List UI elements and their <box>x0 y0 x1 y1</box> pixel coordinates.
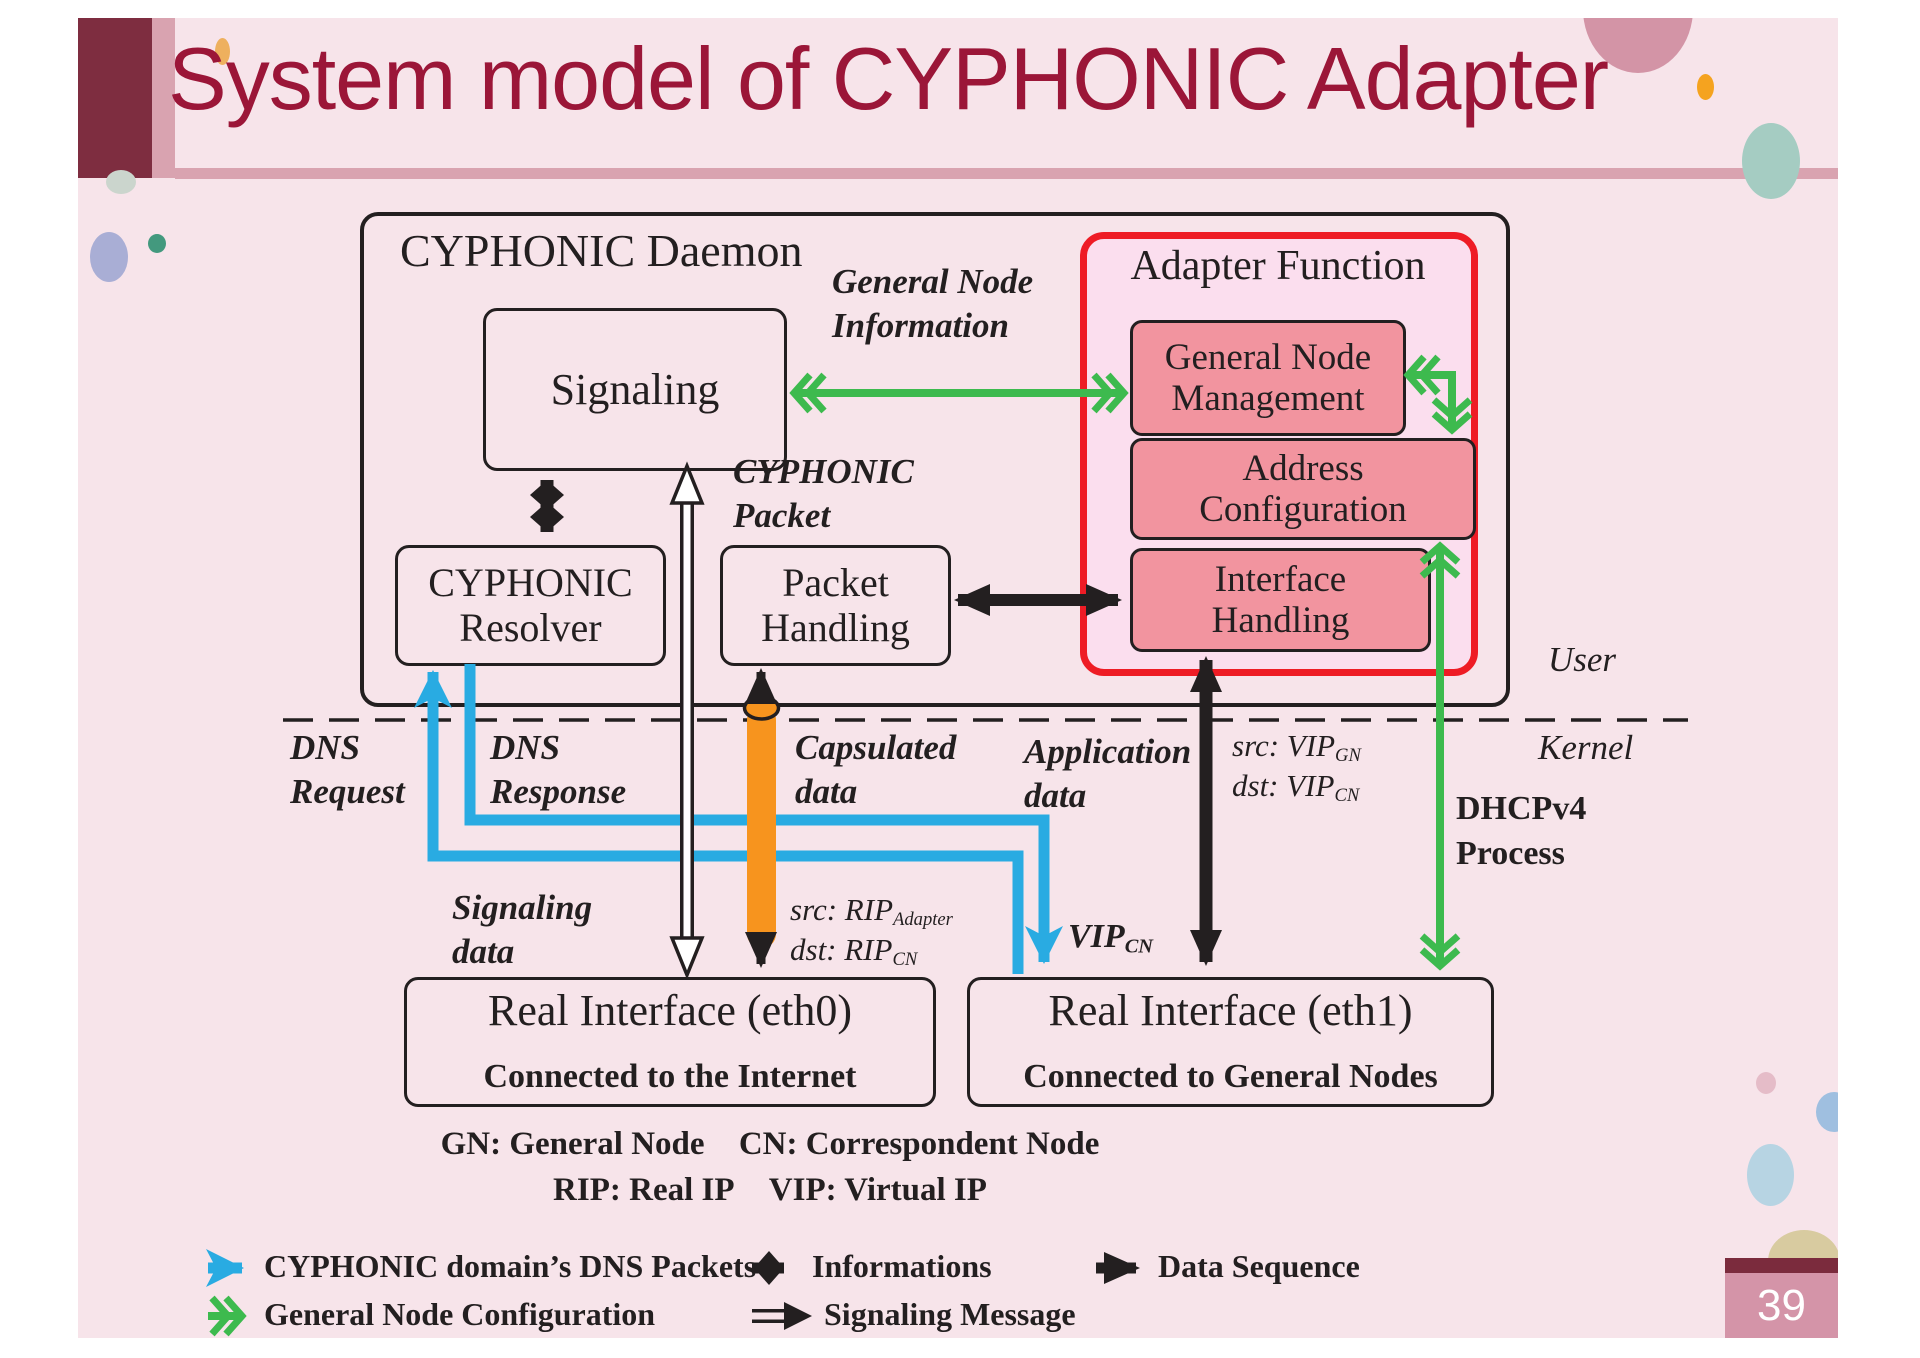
label-dst-vip: dst: VIPCN <box>1232 768 1360 807</box>
adapter-function-label: Adapter Function <box>1130 243 1426 289</box>
title-pink-strip <box>152 18 175 178</box>
label-dhcp-2: Process <box>1456 835 1565 872</box>
label-cyphonic-packet-1: CYPHONIC <box>733 452 914 491</box>
abbrev-gn: GN: General Node <box>440 1126 705 1162</box>
page-title: System model of CYPHONIC Adapter <box>168 29 1609 128</box>
label-general-node-info-1: General Node <box>832 262 1034 301</box>
eth1-title: Real Interface (eth1) <box>1048 986 1413 1035</box>
abbrev-rip: RIP: Real IP <box>553 1172 735 1208</box>
decorative-dot <box>90 232 128 282</box>
label-src-rip: src: RIPAdapter <box>790 892 953 931</box>
label-kernel: Kernel <box>1538 728 1634 767</box>
gnm-line1: General Node <box>1164 336 1372 378</box>
page-number: 39 <box>1757 1280 1806 1330</box>
signaling-label: Signaling <box>550 364 720 414</box>
real-interface-eth1-box: Real Interface (eth1) Connected to Gener… <box>967 977 1494 1107</box>
interface-handling-box: Interface Handling <box>1130 548 1431 652</box>
decorative-dot <box>1756 1072 1776 1094</box>
abbreviation-row-1: GN: General Node CN: Correspondent Node <box>300 1126 1240 1163</box>
label-dns-request-1: DNS <box>290 728 361 767</box>
label-dns-response-1: DNS <box>490 728 561 767</box>
eth1-subtitle: Connected to General Nodes <box>1023 1057 1438 1095</box>
label-general-node-info-2: Information <box>832 306 1009 345</box>
packet-handling-box: Packet Handling <box>720 545 951 666</box>
packet-handling-line2: Handling <box>761 604 910 650</box>
resolver-line2: Resolver <box>459 604 602 650</box>
decorative-dot <box>148 234 166 253</box>
cyphonic-daemon-label: CYPHONIC Daemon <box>400 225 803 276</box>
packet-handling-line1: Packet <box>782 559 889 605</box>
general-node-management-box: General Node Management <box>1130 320 1406 436</box>
label-cyphonic-packet-2: Packet <box>733 496 831 535</box>
abbrev-vip: VIP: Virtual IP <box>768 1172 987 1208</box>
legend-dns-packets-label: CYPHONIC domain’s DNS Packets <box>264 1248 757 1284</box>
title-maroon-block <box>78 18 152 178</box>
address-configuration-box: Address Configuration <box>1130 438 1476 540</box>
label-application-data-2: data <box>1024 776 1087 815</box>
legend-informations-label: Informations <box>812 1248 992 1284</box>
label-user: User <box>1548 640 1617 679</box>
label-capsulated-data-2: data <box>795 772 858 811</box>
label-dns-response-2: Response <box>490 772 627 811</box>
eth0-subtitle: Connected to the Internet <box>483 1057 857 1095</box>
cyphonic-resolver-box: CYPHONIC Resolver <box>395 545 666 666</box>
iface-handling-line1: Interface <box>1214 558 1347 600</box>
resolver-line1: CYPHONIC <box>428 559 633 605</box>
label-application-data-1: Application <box>1024 732 1192 771</box>
label-signaling-data-2: data <box>452 932 515 971</box>
eth0-title: Real Interface (eth0) <box>488 986 852 1035</box>
signaling-box: Signaling <box>483 308 787 471</box>
decorative-dot <box>1747 1144 1794 1206</box>
legend-signaling-message-label: Signaling Message <box>824 1296 1076 1332</box>
label-dst-rip: dst: RIPCN <box>790 932 918 971</box>
abbrev-cn: CN: Correspondent Node <box>738 1126 1100 1162</box>
addr-config-line1: Address <box>1242 447 1364 489</box>
label-src-vip: src: VIPGN <box>1232 728 1361 767</box>
page-number-box: 39 <box>1725 1273 1838 1338</box>
iface-handling-line2: Handling <box>1211 600 1350 641</box>
decorative-dot <box>1816 1092 1838 1132</box>
addr-config-line2: Configuration <box>1199 489 1407 530</box>
label-signaling-data-1: Signaling <box>452 888 593 927</box>
legend-data-sequence-label: Data Sequence <box>1158 1248 1360 1284</box>
label-capsulated-data-1: Capsulated <box>795 728 957 767</box>
real-interface-eth0-box: Real Interface (eth0) Connected to the I… <box>404 977 936 1107</box>
gnm-line2: Management <box>1171 378 1365 419</box>
decorative-dot <box>215 38 230 65</box>
label-vip-cn: VIPCN <box>1068 918 1154 958</box>
label-dns-request-2: Request <box>290 772 405 811</box>
abbreviation-row-2: RIP: Real IP VIP: Virtual IP <box>300 1172 1240 1209</box>
decorative-dot <box>106 170 136 194</box>
legend-node-config-label: General Node Configuration <box>264 1296 656 1332</box>
decorative-dot <box>1697 74 1714 100</box>
label-dhcp-1: DHCPv4 <box>1456 790 1587 827</box>
title-underline <box>175 168 1838 179</box>
decorative-dot <box>1742 123 1800 199</box>
page-number-bar <box>1725 1258 1838 1273</box>
